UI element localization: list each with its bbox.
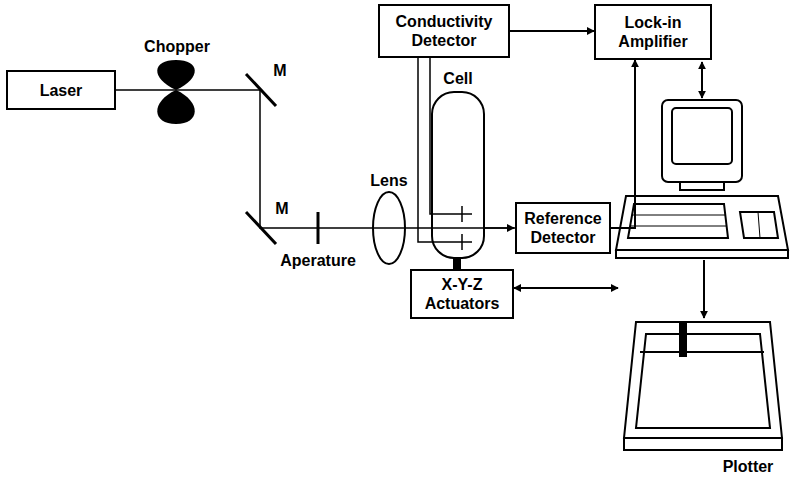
- box-label: Laser: [40, 81, 83, 100]
- instrument-box: X-Y-Z Actuators: [410, 269, 514, 319]
- instrument-box: Reference Detector: [515, 202, 611, 254]
- chopper-blade: [157, 60, 195, 124]
- plotter-icon: [624, 322, 782, 450]
- data-link: [514, 287, 618, 289]
- sample-cell: [432, 92, 484, 258]
- part-label: M: [272, 62, 287, 80]
- laser-beam: [373, 227, 405, 229]
- data-link: [701, 62, 703, 98]
- computer-icon: [616, 100, 788, 258]
- cell-stand: [453, 258, 461, 269]
- part-label: Lens: [369, 172, 408, 190]
- instrument-box: Laser: [6, 70, 116, 110]
- laser-beam: [432, 227, 484, 229]
- instrument-box: Conductivity Detector: [378, 4, 510, 58]
- instrument-box: Lock-in Amplifier: [594, 4, 712, 60]
- part-label: M: [274, 200, 289, 218]
- beam-arrow: [480, 227, 514, 229]
- mirror: [246, 212, 276, 244]
- box-label: Conductivity Detector: [386, 12, 502, 50]
- part-label: Chopper: [143, 38, 211, 56]
- box-label: Reference Detector: [523, 209, 603, 247]
- part-label: Plotter: [722, 458, 775, 476]
- part-label: Aperature: [279, 252, 357, 270]
- box-label: Lock-in Amplifier: [602, 13, 704, 51]
- signal-connector: [611, 60, 635, 228]
- signal-connector: [510, 30, 594, 32]
- lens: [373, 192, 405, 264]
- data-link: [703, 260, 705, 318]
- aperture-stop: [317, 212, 320, 244]
- keyboard-keys: [631, 212, 760, 238]
- box-label: X-Y-Z Actuators: [418, 275, 506, 313]
- part-label: Cell: [442, 70, 473, 88]
